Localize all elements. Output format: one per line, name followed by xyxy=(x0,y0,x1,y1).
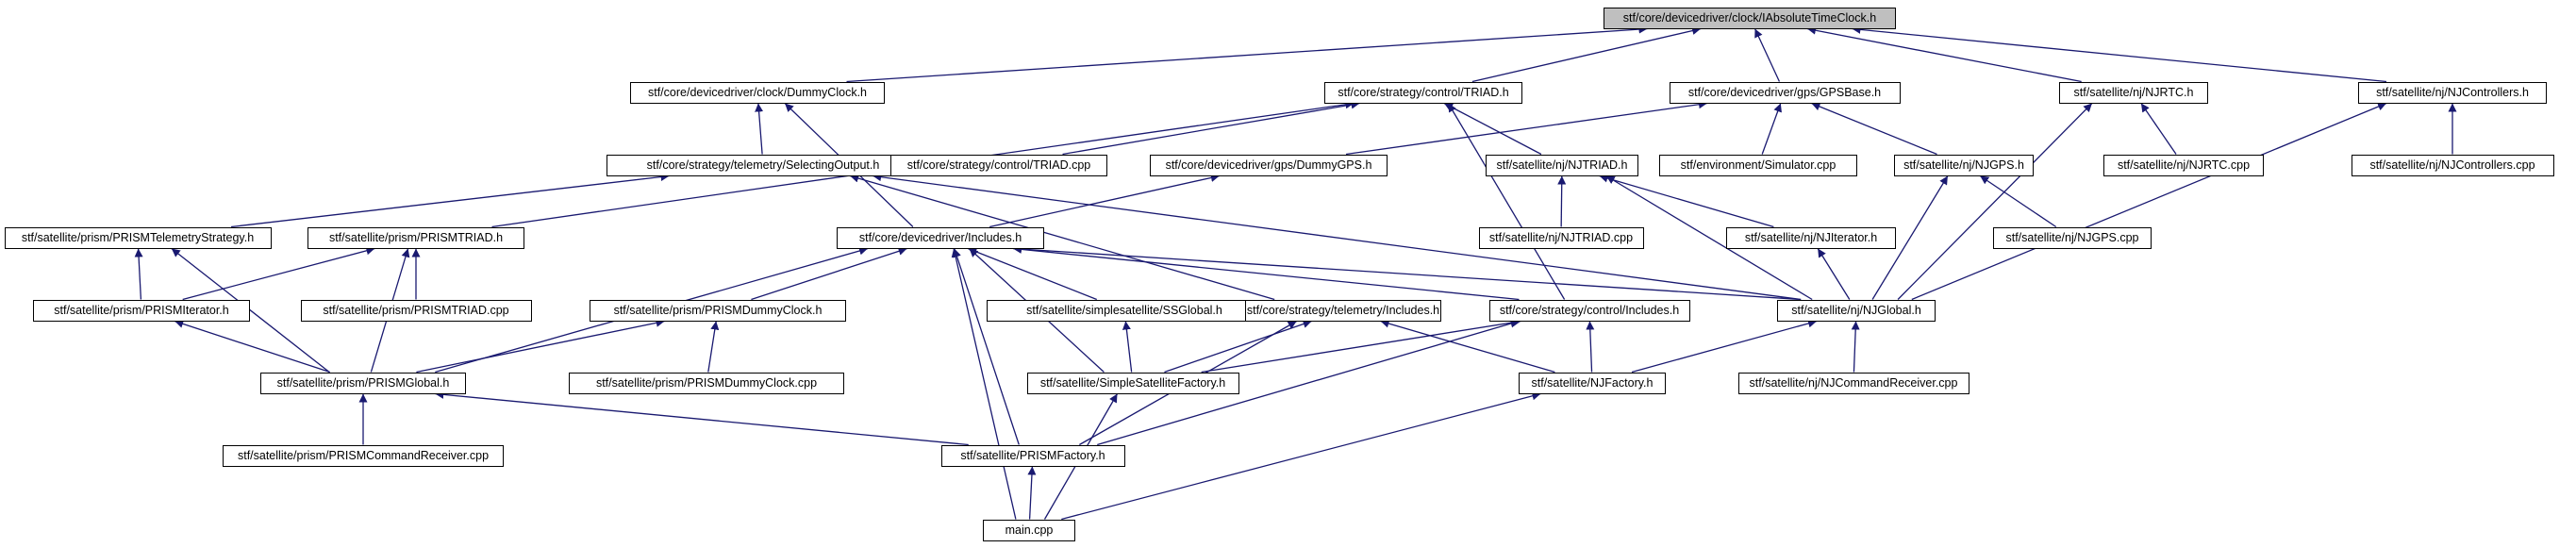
graph-node-prismdummyclockcpp[interactable]: stf/satellite/prism/PRISMDummyClock.cpp xyxy=(569,372,844,394)
edge-ssfactory-to-telincludes xyxy=(1164,320,1312,374)
graph-node-njgpscpp[interactable]: stf/satellite/nj/NJGPS.cpp xyxy=(1993,226,2152,249)
edge-ctrlincludes-to-triad xyxy=(1447,103,1566,300)
edge-njfactory-to-njglobal xyxy=(1631,319,1818,374)
graph-node-dummyclock[interactable]: stf/core/devicedriver/clock/DummyClock.h xyxy=(630,81,885,104)
edge-ctrlincludes-to-ddincludes xyxy=(1012,244,1520,301)
edge-njfactory-to-telincludes xyxy=(1380,319,1555,374)
edge-njglobal-to-njrtc xyxy=(1897,103,2093,300)
edge-njtriadcpp-to-njtriad xyxy=(1557,175,1567,227)
graph-node-njcontrollerscpp[interactable]: stf/satellite/nj/NJControllers.cpp xyxy=(2351,154,2554,176)
graph-node-njgps[interactable]: stf/satellite/nj/NJGPS.h xyxy=(1894,154,2034,176)
edge-prismiterator-to-prismtriad xyxy=(182,246,375,301)
edge-maincpp-to-ddincludes xyxy=(951,248,1017,520)
edge-ssglobal-to-ddincludes xyxy=(968,247,1097,301)
graph-node-prismtelemetry[interactable]: stf/satellite/prism/PRISMTelemetryStrate… xyxy=(4,226,272,249)
edge-dummygps-to-gpsbase xyxy=(1345,100,1708,156)
edge-njglobal-to-njtriad xyxy=(1605,174,1813,301)
edge-maincpp-to-njfactory xyxy=(1061,391,1541,521)
edge-prismglobal-to-prismiterator xyxy=(175,320,330,374)
edge-prismtelemetry-to-selectingoutput xyxy=(230,173,670,228)
edge-njiterator-to-njtriad xyxy=(1599,174,1774,228)
graph-node-prismfactory[interactable]: stf/satellite/PRISMFactory.h xyxy=(940,444,1125,467)
graph-node-njrtc[interactable]: stf/satellite/nj/NJRTC.h xyxy=(2059,81,2208,104)
edge-dummyclock-to-root xyxy=(846,25,1648,83)
edge-triad-to-root xyxy=(1471,26,1702,83)
edge-prismglobal-to-prismdummyclock xyxy=(416,318,665,374)
edge-selectingoutput-to-dummyclock xyxy=(755,103,764,155)
graph-node-njglobal[interactable]: stf/satellite/nj/NJGlobal.h xyxy=(1777,299,1936,322)
edge-triadcpp-to-triad xyxy=(1062,100,1360,156)
graph-node-prismtriadcpp[interactable]: stf/satellite/prism/PRISMTRIAD.cpp xyxy=(300,299,532,322)
graph-node-prismcmdcpp[interactable]: stf/satellite/prism/PRISMCommandReceiver… xyxy=(223,444,504,467)
graph-node-simulatorcpp[interactable]: stf/environment/Simulator.cpp xyxy=(1659,154,1857,176)
edge-njcmdcpp-to-njglobal xyxy=(1851,321,1860,373)
edge-prismfactory-to-ddincludes xyxy=(953,248,1020,445)
edge-ssfactory-to-ctrlincludes xyxy=(1201,318,1521,374)
edge-njgps-to-gpsbase xyxy=(1811,102,1937,156)
graph-node-gpsbase[interactable]: stf/core/devicedriver/gps/GPSBase.h xyxy=(1669,81,1901,104)
graph-node-telincludes[interactable]: stf/core/strategy/telemetry/Includes.h xyxy=(1245,299,1441,322)
edge-prismdummyclockcpp-to-prismdummyclock xyxy=(707,321,720,373)
graph-node-ssfactory[interactable]: stf/satellite/SimpleSatelliteFactory.h xyxy=(1026,372,1239,394)
edge-njglobal-to-selectingoutput xyxy=(873,173,1802,301)
edge-njrtccpp-to-njrtc xyxy=(2140,103,2177,155)
graph-node-prismglobal[interactable]: stf/satellite/prism/PRISMGlobal.h xyxy=(260,372,466,394)
graph-node-njtriad[interactable]: stf/satellite/nj/NJTRIAD.h xyxy=(1486,154,1638,176)
graph-node-njiterator[interactable]: stf/satellite/nj/NJIterator.h xyxy=(1726,226,1896,249)
edge-ddincludes-to-dummygps xyxy=(989,174,1220,228)
edge-njglobal-to-njgps xyxy=(1871,175,1949,300)
graph-node-prismtriad[interactable]: stf/satellite/prism/PRISMTRIAD.h xyxy=(307,226,524,249)
edge-prismiterator-to-prismtelemetry xyxy=(134,248,143,300)
graph-node-selectingoutput[interactable]: stf/core/strategy/telemetry/SelectingOut… xyxy=(607,154,920,176)
edge-njgpscpp-to-njgps xyxy=(1979,174,2057,228)
graph-node-maincpp[interactable]: main.cpp xyxy=(983,519,1075,541)
edge-njtriad-to-triad xyxy=(1443,102,1542,156)
graph-node-ctrlincludes[interactable]: stf/core/strategy/control/Includes.h xyxy=(1488,299,1690,322)
edge-njglobal-to-ddincludes xyxy=(1012,244,1802,301)
edge-njglobal-to-njiterator xyxy=(1817,248,1851,300)
graph-node-njtriadcpp[interactable]: stf/satellite/nj/NJTRIAD.cpp xyxy=(1478,226,1644,249)
edge-prismfactory-to-prismglobal xyxy=(435,390,969,446)
edge-prismdummyclock-to-ddincludes xyxy=(751,247,907,301)
edge-telincludes-to-selectingoutput xyxy=(850,174,1275,301)
graph-node-njcmdcpp[interactable]: stf/satellite/nj/NJCommandReceiver.cpp xyxy=(1737,372,1969,394)
edge-ssfactory-to-ssglobal xyxy=(1122,321,1133,373)
graph-node-dummygps[interactable]: stf/core/devicedriver/gps/DummyGPS.h xyxy=(1150,154,1388,176)
edge-gpsbase-to-root xyxy=(1753,28,1781,82)
edge-prismfactory-to-ctrlincludes xyxy=(1097,319,1520,446)
edge-simulatorcpp-to-gpsbase xyxy=(1761,103,1782,155)
edge-prismglobal-to-prismtelemetry xyxy=(171,247,330,374)
edge-njfactory-to-ctrlincludes xyxy=(1586,321,1595,373)
graph-node-ddincludes[interactable]: stf/core/devicedriver/Includes.h xyxy=(837,226,1044,249)
graph-node-root: stf/core/devicedriver/clock/IAbsoluteTim… xyxy=(1604,7,1896,29)
edge-njcontrollers-to-root xyxy=(1852,25,2387,83)
edge-njglobal-to-njcontrollers xyxy=(1911,102,2387,301)
graph-node-triad[interactable]: stf/core/strategy/control/TRIAD.h xyxy=(1324,81,1522,104)
edges xyxy=(134,25,2457,521)
edge-maincpp-to-prismfactory xyxy=(1027,466,1037,520)
graph-node-prismiterator[interactable]: stf/satellite/prism/PRISMIterator.h xyxy=(33,299,250,322)
graph-node-njcontrollers[interactable]: stf/satellite/nj/NJControllers.h xyxy=(2358,81,2547,104)
graph-node-triadcpp[interactable]: stf/core/strategy/control/TRIAD.cpp xyxy=(890,154,1107,176)
graph-node-prismdummyclock[interactable]: stf/satellite/prism/PRISMDummyClock.h xyxy=(590,299,846,322)
graph-node-njrtccpp[interactable]: stf/satellite/nj/NJRTC.cpp xyxy=(2103,154,2264,176)
edge-njrtc-to-root xyxy=(1806,25,2082,83)
graph-node-ssglobal[interactable]: stf/satellite/simplesatellite/SSGlobal.h xyxy=(986,299,1263,322)
graph-node-njfactory[interactable]: stf/satellite/NJFactory.h xyxy=(1519,372,1666,394)
